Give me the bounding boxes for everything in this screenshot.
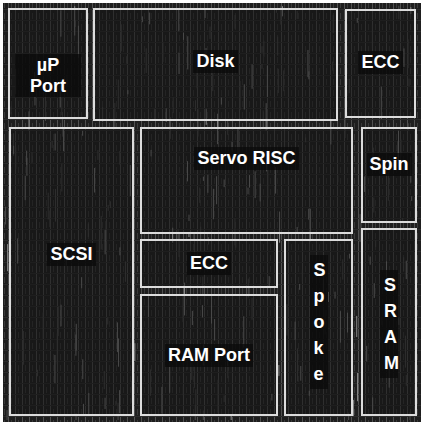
circuit-line: [5, 207, 6, 225]
block-label: SRAM: [380, 270, 398, 378]
block-label: ECC: [358, 51, 402, 74]
block-label: SCSI: [47, 243, 95, 266]
circuit-line: [278, 365, 279, 376]
block-label: Disk: [193, 50, 237, 73]
block-label: µP Port: [15, 54, 81, 97]
die-ground: [3, 3, 421, 422]
circuit-line: [127, 418, 128, 420]
circuit-line: [7, 410, 8, 420]
circuit-line: [7, 244, 8, 271]
chip-block: Servo RISC: [140, 127, 353, 234]
die-texture: [3, 3, 421, 422]
chip-block: RAM Port: [140, 294, 278, 416]
circuit-texture: [5, 6, 416, 420]
chip-block: SCSI: [9, 127, 134, 416]
block-label: Spin: [367, 153, 412, 176]
chip-block: SRAM: [361, 228, 417, 416]
circuit-line: [356, 316, 357, 337]
circuit-line: [353, 400, 354, 416]
block-label: Servo RISC: [194, 147, 298, 170]
block-label: Spoke: [310, 255, 328, 389]
chip-block: µP Port: [8, 8, 88, 119]
circuit-line: [357, 373, 358, 401]
chip-block: Spoke: [284, 239, 353, 416]
circuit-line: [134, 343, 135, 361]
block-label: RAM Port: [165, 344, 253, 367]
block-label: ECC: [187, 252, 231, 275]
chip-block: Spin: [361, 127, 417, 223]
chip-block: ECC: [140, 239, 278, 288]
chip-block: Disk: [93, 8, 338, 121]
chip-block: ECC: [345, 9, 416, 118]
